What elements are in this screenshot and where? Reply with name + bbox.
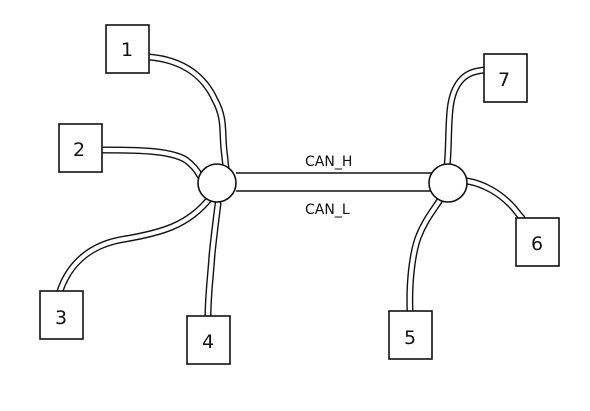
cable-node-7: [443, 66, 490, 170]
node-1-box: [105, 24, 150, 74]
node-3-label: 3: [55, 307, 67, 329]
node-6-label: 6: [531, 233, 543, 255]
right-hub: [428, 163, 468, 203]
node-3: 3: [39, 290, 84, 340]
can-low-label: CAN_L: [305, 202, 350, 218]
node-1: 1: [105, 24, 150, 74]
cable-node-3: [56, 194, 214, 295]
node-4-label: 4: [202, 331, 214, 353]
node-5-box: [388, 310, 433, 360]
node-6: 6: [515, 217, 560, 267]
cable-node-2: [98, 146, 204, 180]
node-7-box: [483, 53, 528, 103]
cable-node-6: [463, 177, 526, 222]
node-4-box: [186, 315, 231, 365]
node-6-box: [515, 217, 560, 267]
node-5: 5: [388, 310, 433, 360]
bus-trunk: [236, 172, 433, 192]
node-7: 7: [483, 53, 528, 103]
node-2-box: [58, 123, 103, 173]
cables: [56, 53, 526, 320]
node-2: 2: [58, 123, 103, 173]
node-3-box: [39, 290, 84, 340]
node-7-label: 7: [498, 69, 510, 91]
node-1-label: 1: [121, 39, 133, 61]
node-5-label: 5: [404, 327, 416, 349]
node-4: 4: [186, 315, 231, 365]
can-high-label: CAN_H: [305, 154, 352, 170]
left-hub: [197, 163, 237, 203]
node-2-label: 2: [73, 139, 85, 161]
